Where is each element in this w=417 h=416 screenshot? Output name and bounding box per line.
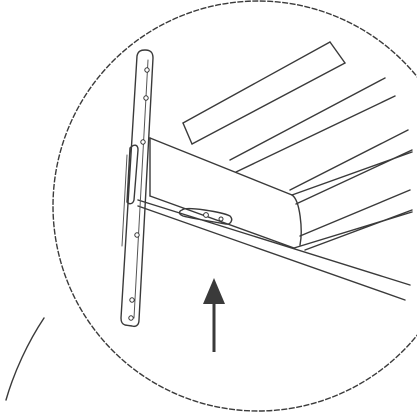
up-arrow-icon xyxy=(201,276,227,353)
back-rail xyxy=(182,41,346,145)
bracket-hole-6 xyxy=(128,315,134,321)
lower-rail xyxy=(137,199,411,301)
slat-1 xyxy=(229,77,396,173)
screw-icon xyxy=(203,212,209,218)
screw-hole-icon xyxy=(218,216,224,222)
bracket-hole-5 xyxy=(129,297,135,303)
detail-callout-circle xyxy=(52,0,417,412)
bracket-hole-4 xyxy=(134,232,140,238)
slat-2 xyxy=(289,129,413,205)
detail-circle-outline xyxy=(52,0,417,412)
mounting-bracket xyxy=(120,49,154,328)
side-rail xyxy=(149,137,413,249)
bracket-hole-1 xyxy=(144,67,150,73)
bracket-hole-2 xyxy=(143,95,149,101)
bracket-back-plate xyxy=(121,144,139,247)
callout-leader-line xyxy=(5,317,45,401)
bracket-hole-3 xyxy=(140,139,146,145)
slat-3 xyxy=(299,189,413,251)
screw-slot xyxy=(178,207,233,225)
